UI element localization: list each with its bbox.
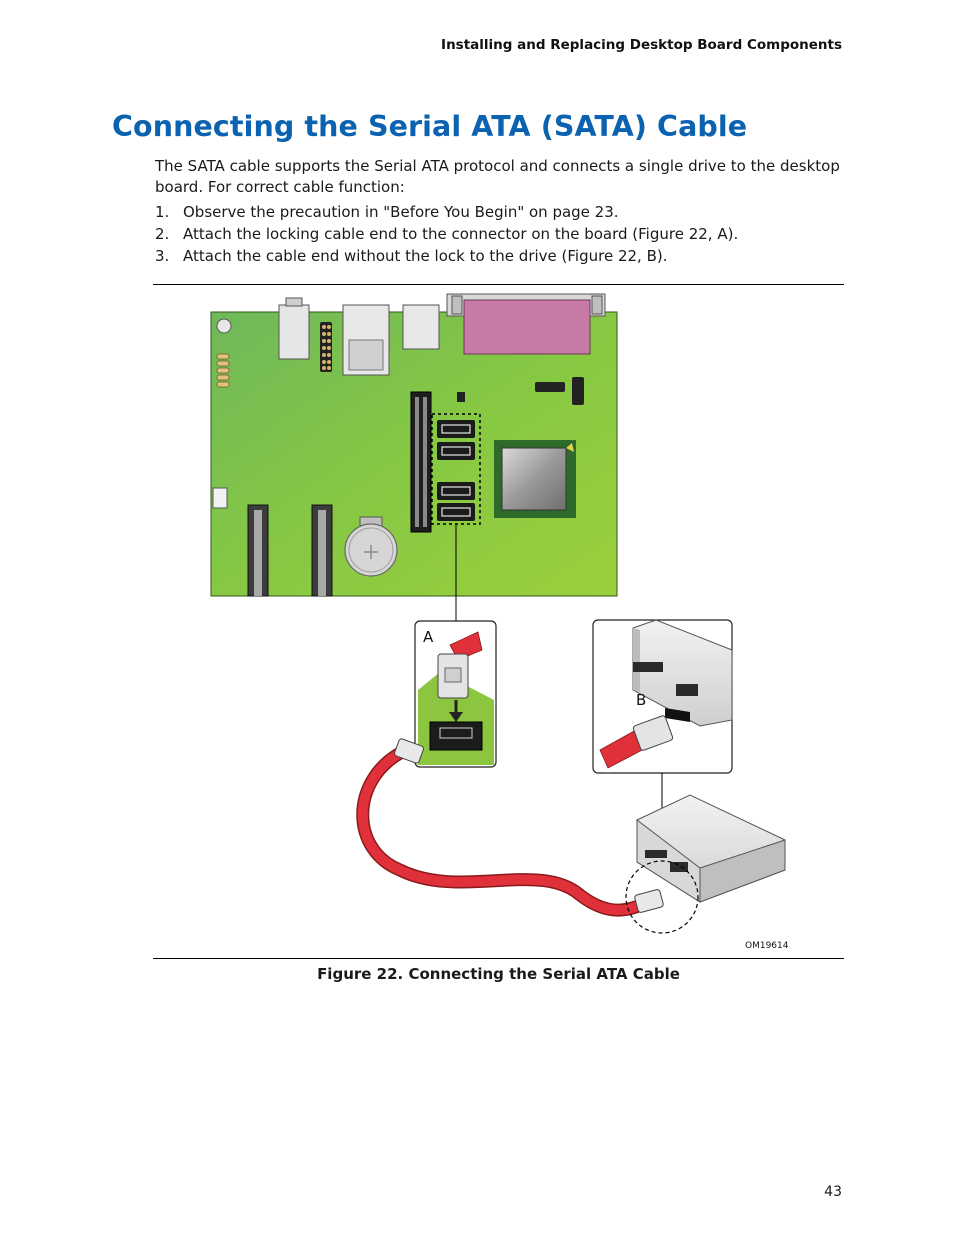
step-text: Attach the cable end without the lock to… (183, 247, 668, 265)
sata-cable-illustration: A B OM19614 (210, 293, 789, 951)
running-header: Installing and Replacing Desktop Board C… (441, 37, 842, 53)
figure-top-rule (153, 284, 844, 285)
instruction-list: 1. Observe the precaution in "Before You… (155, 201, 845, 267)
step-number: 2. (155, 225, 170, 243)
list-item: 3. Attach the cable end without the lock… (155, 245, 845, 267)
inset-b: B (592, 619, 733, 774)
hard-drive (636, 794, 786, 903)
page-number: 43 (824, 1184, 842, 1200)
inset-a: A (414, 620, 497, 768)
step-text: Observe the precaution in "Before You Be… (183, 203, 619, 221)
list-item: 1. Observe the precaution in "Before You… (155, 201, 845, 223)
drive-connector-highlight (625, 860, 699, 934)
figure-bottom-rule (153, 958, 844, 959)
figure-caption: Figure 22. Connecting the Serial ATA Cab… (317, 965, 680, 983)
sata-cable (356, 738, 664, 917)
list-item: 2. Attach the locking cable end to the c… (155, 223, 845, 245)
intro-paragraph: The SATA cable supports the Serial ATA p… (155, 157, 840, 196)
callout-label-b: B (636, 691, 646, 709)
step-number: 3. (155, 247, 170, 265)
step-text: Attach the locking cable end to the conn… (183, 225, 739, 243)
section-title: Connecting the Serial ATA (SATA) Cable (112, 110, 748, 143)
callout-label-a: A (423, 628, 434, 646)
motherboard (210, 293, 618, 597)
step-number: 1. (155, 203, 170, 221)
art-id: OM19614 (745, 941, 789, 951)
